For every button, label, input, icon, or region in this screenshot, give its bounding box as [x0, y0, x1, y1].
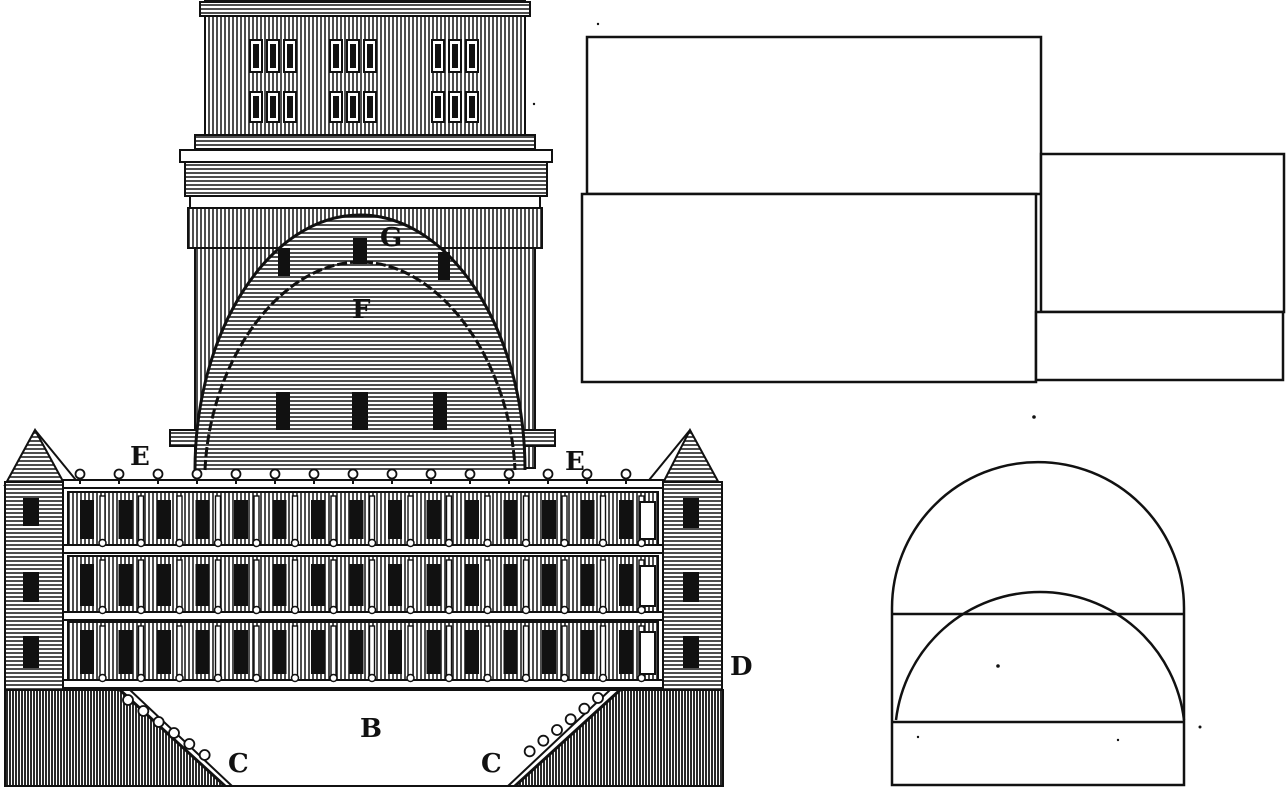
building-elevation: G F E E D B C C — [3, 0, 753, 788]
label-e-right: E — [565, 447, 585, 477]
left-pavilion — [3, 427, 81, 693]
roof-balustrade — [62, 468, 664, 489]
dome — [193, 213, 527, 471]
lower-rectangle — [580, 192, 1038, 384]
label-d: D — [730, 652, 753, 682]
dome-outer-arc — [193, 213, 527, 471]
tower-windows — [249, 39, 479, 123]
right-lower-rectangle — [1034, 310, 1285, 382]
label-c-right: C — [481, 749, 502, 779]
label-b: B — [360, 714, 382, 744]
center-point — [996, 664, 1000, 668]
facade-colonnade — [62, 468, 664, 691]
label-g: G — [380, 223, 402, 253]
rectangles-diagram — [580, 35, 1286, 384]
label-c-left: C — [228, 749, 249, 779]
arches-diagram — [890, 460, 1186, 787]
label-e-left: E — [130, 442, 150, 472]
right-upper-rectangle — [1039, 152, 1286, 314]
ink-specks — [532, 22, 1202, 742]
outer-arch — [890, 460, 1186, 787]
terrace-base — [4, 688, 724, 788]
right-pavilion — [644, 427, 723, 693]
large-rectangle — [585, 35, 1043, 196]
label-f: F — [352, 295, 371, 325]
inner-arch — [894, 590, 1186, 721]
